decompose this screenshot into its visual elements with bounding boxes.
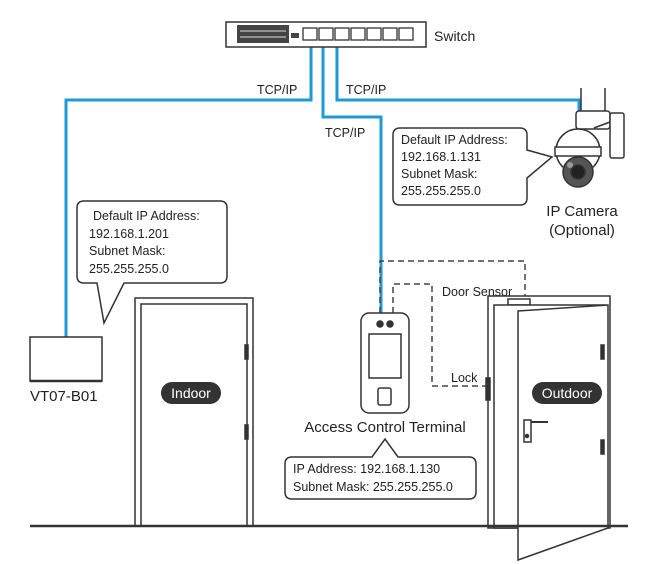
tcpip-label-terminal: TCP/IP bbox=[325, 126, 365, 140]
indoor-room-pill: Indoor bbox=[161, 382, 221, 404]
outdoor-room-label: Outdoor bbox=[542, 385, 593, 401]
camera-callout-line3: Subnet Mask: bbox=[401, 167, 477, 181]
outdoor-door bbox=[485, 295, 611, 562]
tcpip-label-indoor: TCP/IP bbox=[257, 83, 297, 97]
indoor-monitor-callout: Default IP Address: 192.168.1.201 Subnet… bbox=[76, 200, 228, 326]
camera-cable bbox=[335, 36, 581, 117]
network-cables bbox=[64, 36, 581, 337]
network-switch-icon bbox=[225, 21, 427, 48]
camera-callout: Default IP Address: 192.168.1.131 Subnet… bbox=[392, 127, 554, 206]
indoor-monitor-name: VT07-B01 bbox=[30, 388, 98, 405]
outdoor-room-pill: Outdoor bbox=[532, 382, 602, 404]
camera-name-line1: IP Camera bbox=[546, 203, 618, 220]
ip-camera-icon bbox=[554, 88, 625, 188]
indoor-callout-line3: Subnet Mask: bbox=[89, 244, 165, 258]
camera-callout-line4: 255.255.255.0 bbox=[401, 184, 481, 198]
tcpip-label-camera: TCP/IP bbox=[346, 83, 386, 97]
door-wiring bbox=[379, 260, 526, 387]
terminal-cable bbox=[321, 36, 383, 313]
terminal-callout-line1: IP Address: 192.168.1.130 bbox=[293, 462, 440, 476]
access-terminal-icon bbox=[360, 312, 410, 414]
indoor-callout-line4: 255.255.255.0 bbox=[89, 262, 169, 276]
indoor-monitor-cable bbox=[64, 36, 313, 337]
lock-label: Lock bbox=[451, 371, 478, 385]
indoor-door bbox=[134, 297, 254, 527]
indoor-monitor-icon bbox=[29, 336, 103, 383]
camera-name-line2: (Optional) bbox=[549, 222, 615, 239]
indoor-room-label: Indoor bbox=[171, 385, 211, 401]
indoor-callout-line1: Default IP Address: bbox=[93, 209, 200, 223]
terminal-callout: IP Address: 192.168.1.130 Subnet Mask: 2… bbox=[284, 437, 477, 500]
terminal-name: Access Control Terminal bbox=[304, 419, 465, 436]
switch-label: Switch bbox=[434, 28, 475, 44]
indoor-callout-line2: 192.168.1.201 bbox=[89, 227, 169, 241]
camera-callout-line2: 192.168.1.131 bbox=[401, 150, 481, 164]
terminal-callout-line2: Subnet Mask: 255.255.255.0 bbox=[293, 480, 453, 494]
camera-callout-line1: Default IP Address: bbox=[401, 133, 508, 147]
